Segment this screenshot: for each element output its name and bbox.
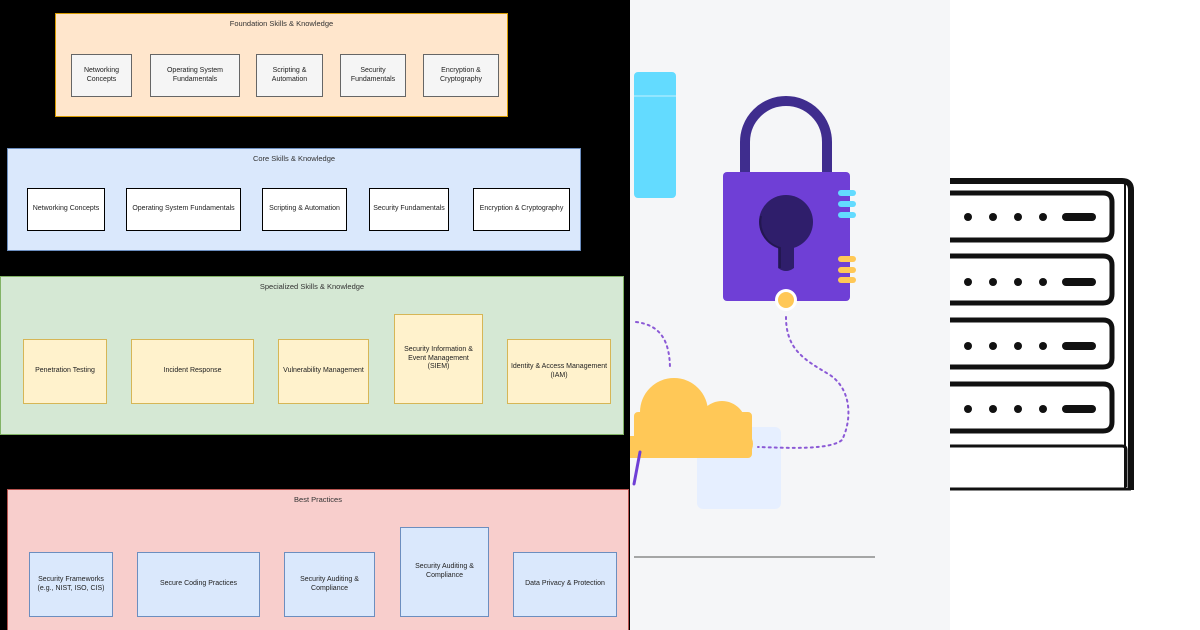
node-networking-concepts: Networking Concepts — [27, 188, 105, 231]
padlock-icon — [723, 96, 856, 311]
cyan-card-shape — [634, 72, 676, 198]
node-scripting-automation: Scripting & Automation — [262, 188, 347, 231]
node-data-privacy-protection: Data Privacy & Protection — [513, 552, 617, 617]
node-security-auditing-compliance-2: Security Auditing & Compliance — [400, 527, 489, 617]
group-specialized-skills: Specialized Skills & Knowledge Penetrati… — [0, 276, 624, 435]
node-operating-system-fundamentals: Operating System Fundamentals — [150, 54, 240, 97]
node-networking-concepts: Networking Concepts — [71, 54, 132, 97]
group-title: Specialized Skills & Knowledge — [259, 282, 365, 291]
group-title: Best Practices — [294, 495, 342, 504]
group-best-practices: Best Practices Security Frameworks (e.g.… — [7, 489, 629, 630]
node-security-frameworks: Security Frameworks (e.g., NIST, ISO, CI… — [29, 552, 113, 617]
node-penetration-testing: Penetration Testing — [23, 339, 107, 404]
illustration-svg — [630, 72, 875, 558]
group-title: Foundation Skills & Knowledge — [229, 19, 334, 28]
node-incident-response: Incident Response — [131, 339, 254, 404]
group-core-skills: Core Skills & Knowledge Networking Conce… — [7, 148, 581, 251]
group-title: Core Skills & Knowledge — [252, 154, 336, 163]
node-security-auditing-compliance: Security Auditing & Compliance — [284, 552, 375, 617]
node-encryption-cryptography: Encryption & Cryptography — [473, 188, 570, 231]
node-vulnerability-management: Vulnerability Management — [278, 339, 369, 404]
node-operating-system-fundamentals: Operating System Fundamentals — [126, 188, 241, 231]
node-security-fundamentals: Security Fundamentals — [340, 54, 406, 97]
node-scripting-automation: Scripting & Automation — [256, 54, 323, 97]
group-foundation-skills: Foundation Skills & Knowledge Networking… — [55, 13, 508, 117]
node-security-fundamentals: Security Fundamentals — [369, 188, 449, 231]
cloud-icon — [630, 378, 753, 458]
padlock-cloud-illustration — [630, 0, 950, 630]
server-rack-panel — [950, 0, 1200, 630]
node-secure-coding-practices: Secure Coding Practices — [137, 552, 260, 617]
server-rack-icon — [950, 178, 1134, 491]
node-siem: Security Information & Event Management … — [394, 314, 483, 404]
node-iam: Identity & Access Management (IAM) — [507, 339, 611, 404]
node-encryption-cryptography: Encryption & Cryptography — [423, 54, 499, 97]
skills-diagram: Foundation Skills & Knowledge Networking… — [0, 13, 629, 630]
